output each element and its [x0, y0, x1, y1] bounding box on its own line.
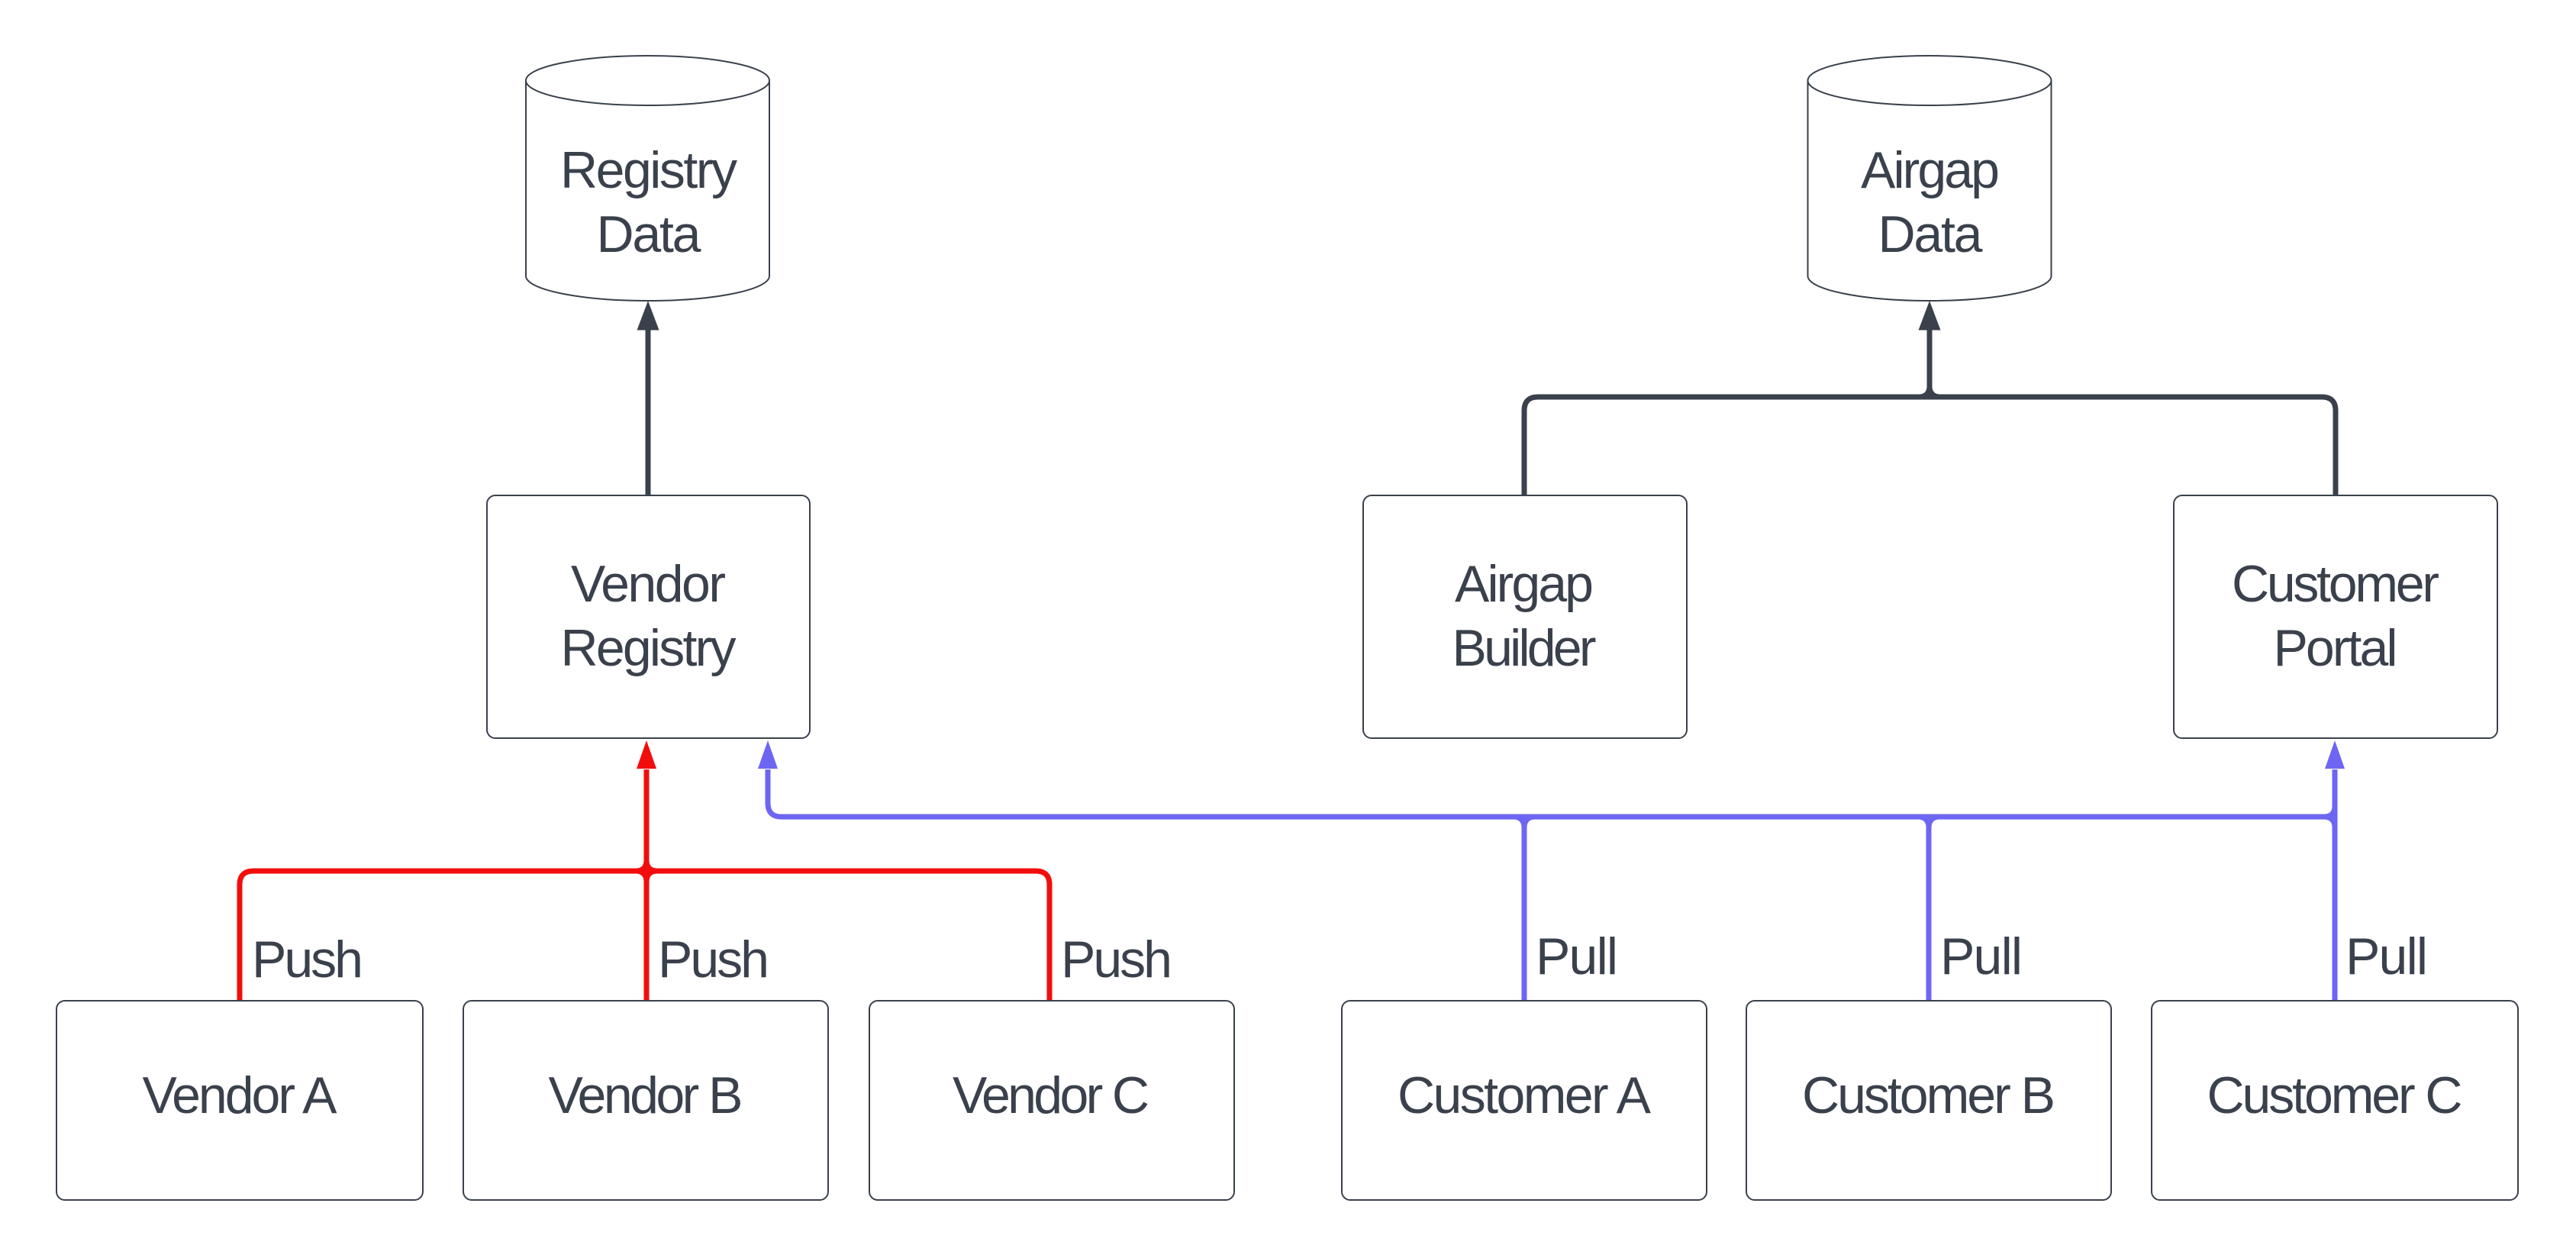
svg-text:Customer C: Customer C	[2207, 1066, 2463, 1124]
svg-text:Pull: Pull	[2345, 927, 2428, 985]
svg-text:Portal: Portal	[2274, 619, 2398, 677]
svg-text:Customer: Customer	[2232, 555, 2439, 613]
svg-text:Push: Push	[252, 931, 363, 989]
svg-text:Pull: Pull	[1536, 927, 1618, 985]
svg-text:Vendor C: Vendor C	[953, 1066, 1149, 1124]
svg-text:Builder: Builder	[1452, 619, 1597, 677]
svg-text:Vendor A: Vendor A	[143, 1066, 338, 1124]
svg-text:Push: Push	[1061, 931, 1172, 989]
svg-text:Vendor: Vendor	[571, 555, 726, 613]
svg-text:Registry: Registry	[560, 141, 737, 199]
svg-text:Push: Push	[658, 931, 769, 989]
svg-text:Data: Data	[1878, 205, 1983, 263]
svg-text:Registry: Registry	[561, 619, 737, 677]
svg-text:Vendor B: Vendor B	[549, 1066, 743, 1124]
svg-text:Customer B: Customer B	[1802, 1066, 2055, 1124]
svg-text:Pull: Pull	[1940, 927, 2023, 985]
svg-text:Customer A: Customer A	[1398, 1066, 1652, 1124]
svg-text:Data: Data	[597, 205, 701, 263]
svg-text:Airgap: Airgap	[1455, 555, 1594, 613]
svg-text:Airgap: Airgap	[1861, 141, 2000, 199]
